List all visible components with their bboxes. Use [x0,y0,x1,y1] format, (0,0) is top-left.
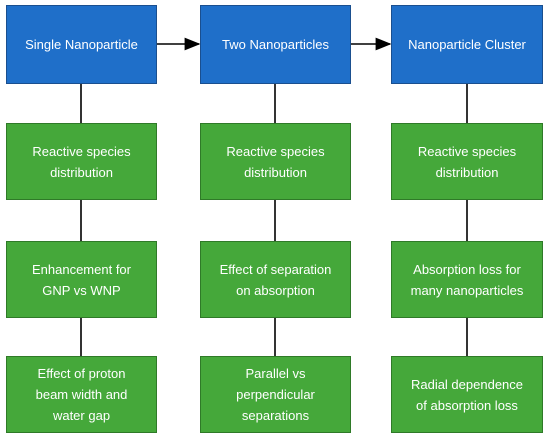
step-col2-reactive-species: Reactive species distribution [200,123,351,200]
step-col3-radial-dependence: Radial dependence of absorption loss [391,356,543,433]
step-col3-absorption-loss: Absorption loss for many nanoparticles [391,241,543,318]
header-label: Single Nanoparticle [25,37,138,52]
step-label: Absorption loss for many nanoparticles [410,261,524,298]
header-single-nanoparticle: Single Nanoparticle [6,5,157,84]
step-col1-enhancement: Enhancement for GNP vs WNP [6,241,157,318]
step-label: Effect of separation on absorption [219,261,332,298]
header-label: Nanoparticle Cluster [408,37,526,52]
step-label: Reactive species distribution [417,143,517,180]
step-label: Reactive species distribution [32,143,131,180]
step-col1-beam-width: Effect of proton beam width and water ga… [6,356,157,433]
step-label: Effect of proton beam width and water ga… [35,366,128,423]
step-col2-separation: Effect of separation on absorption [200,241,351,318]
header-two-nanoparticles: Two Nanoparticles [200,5,351,84]
step-col1-reactive-species: Reactive species distribution [6,123,157,200]
header-nanoparticle-cluster: Nanoparticle Cluster [391,5,543,84]
step-col2-parallel-perpendicular: Parallel vs perpendicular separations [200,356,351,433]
step-label: Parallel vs perpendicular separations [236,366,315,423]
step-col3-reactive-species: Reactive species distribution [391,123,543,200]
header-label: Two Nanoparticles [222,37,329,52]
step-label: Radial dependence of absorption loss [410,376,524,413]
step-label: Enhancement for GNP vs WNP [31,261,131,298]
step-label: Reactive species distribution [226,143,325,180]
